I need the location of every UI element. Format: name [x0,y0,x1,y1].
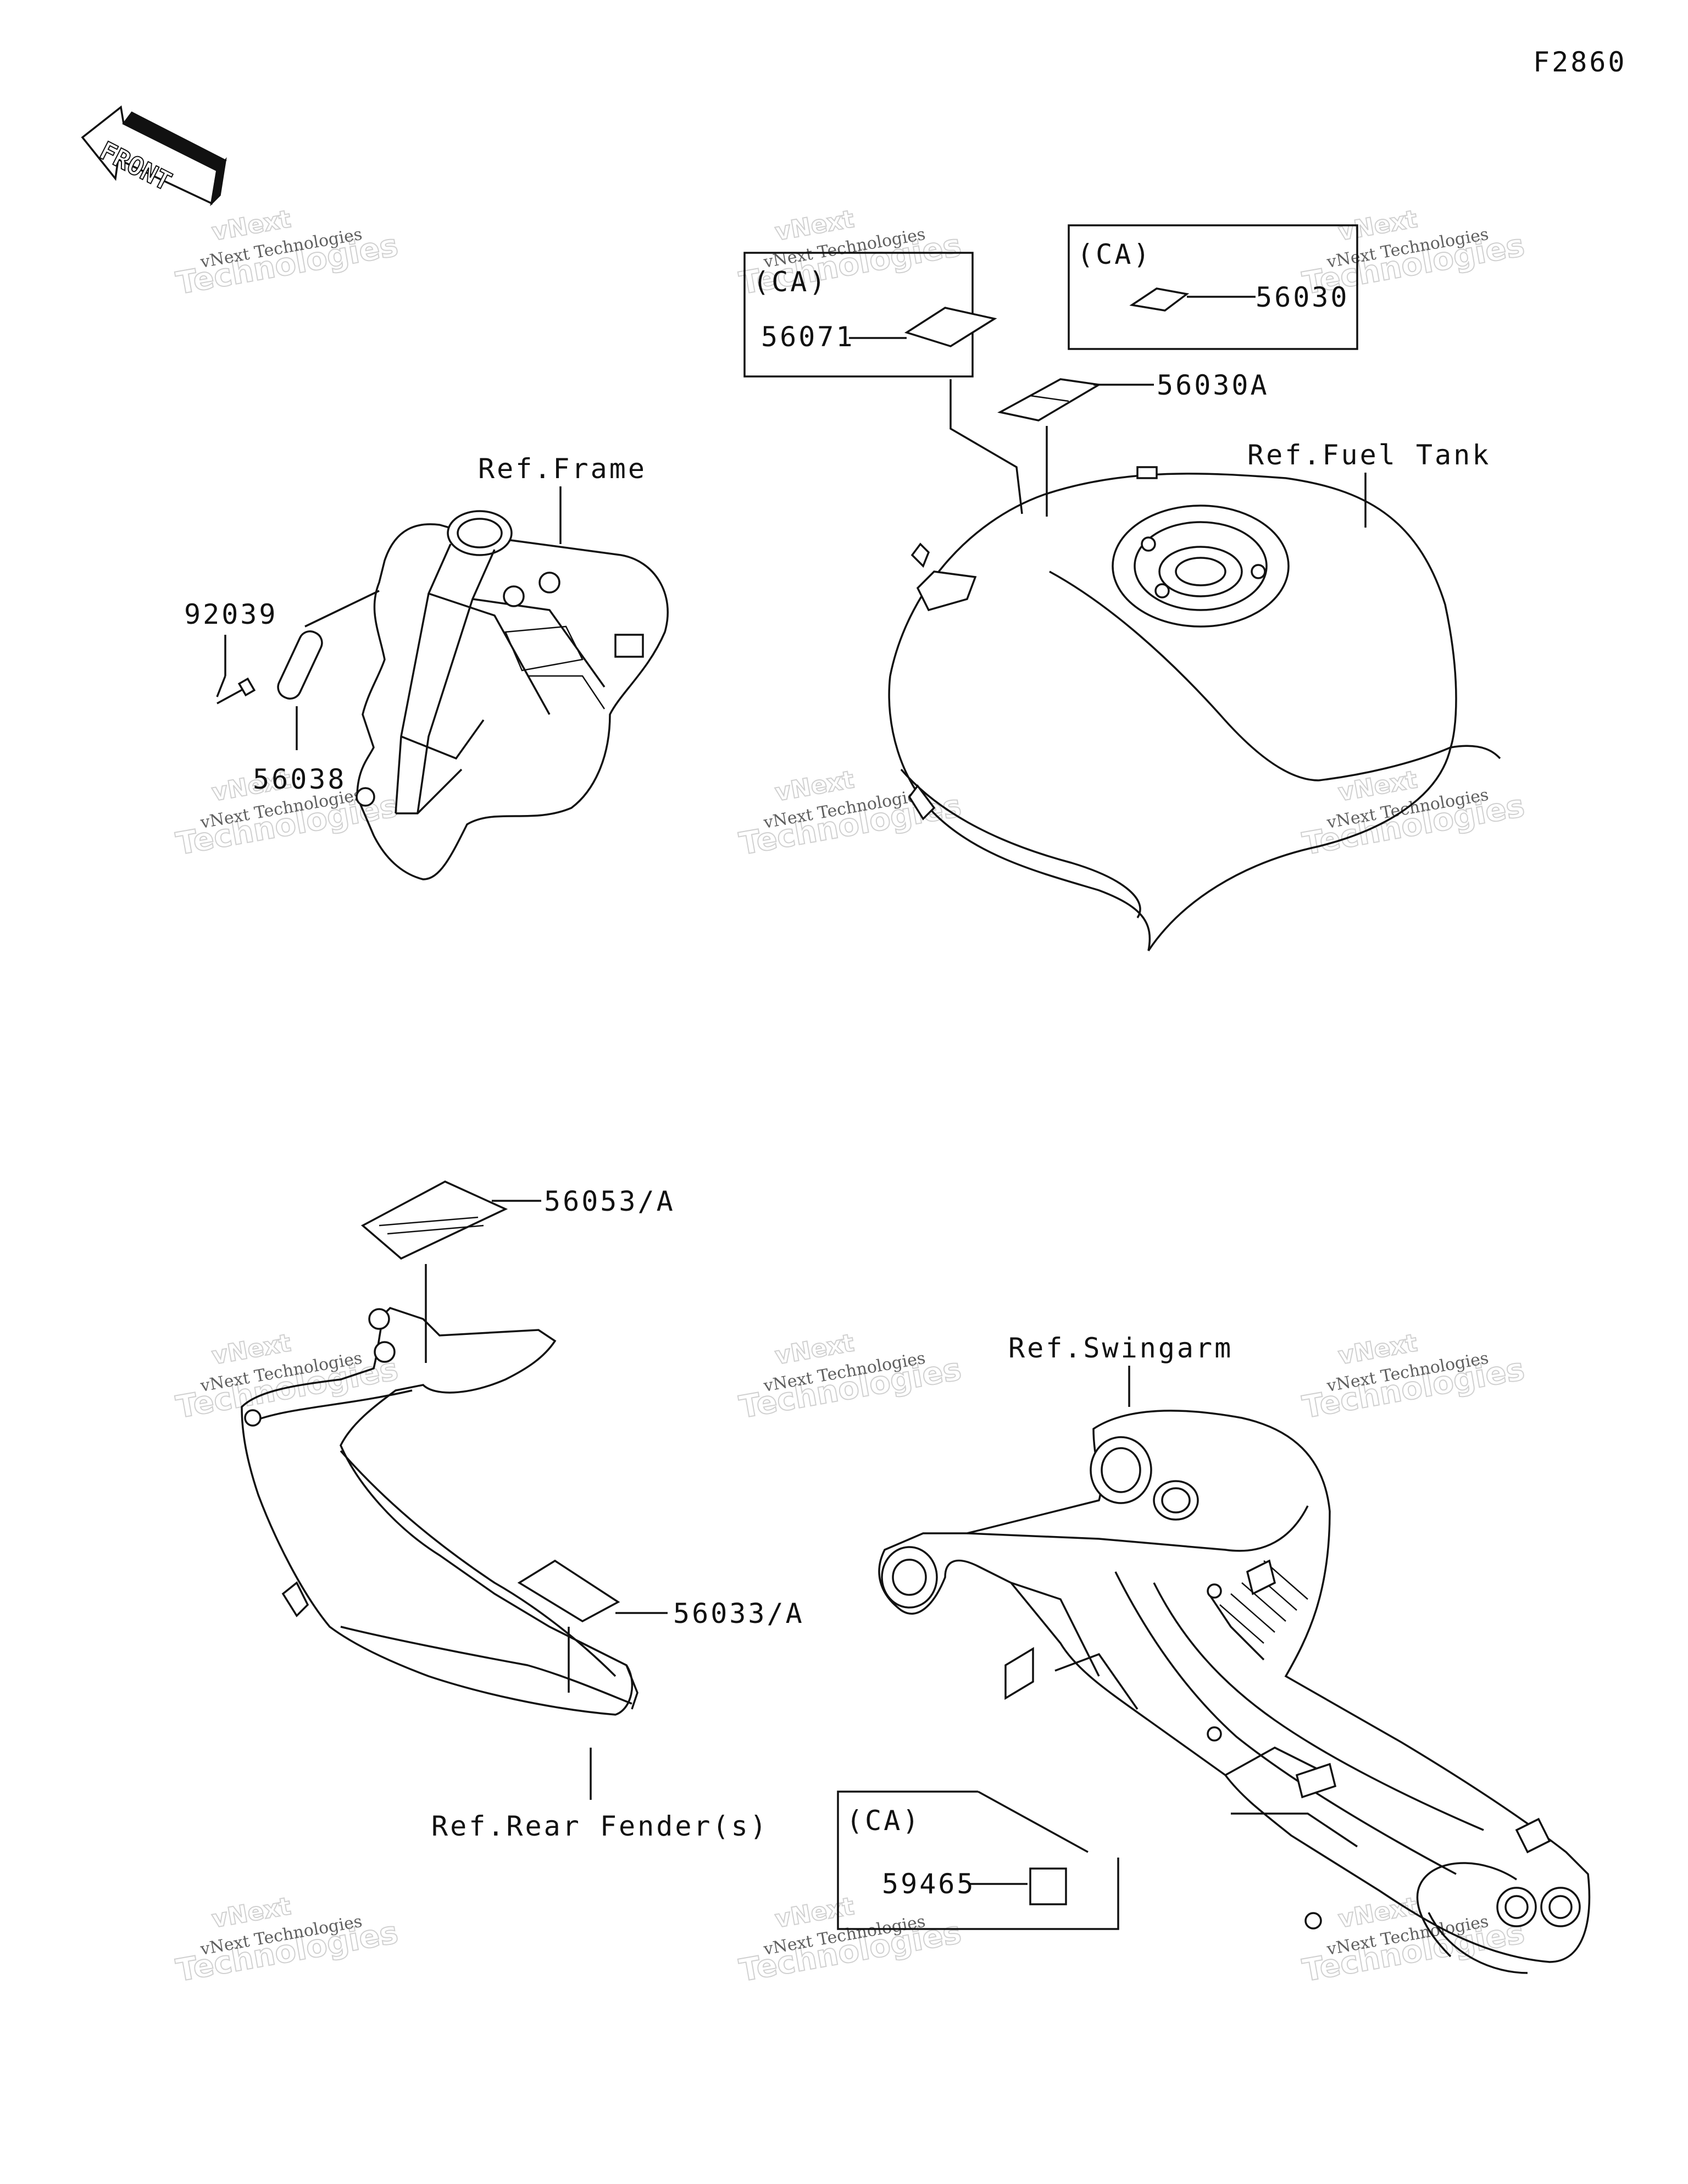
label-56071: 56071 [761,321,855,353]
ca-tag-59465: (CA) [846,1805,921,1837]
part-56038-label [277,590,380,750]
part-56030a-line [1030,395,1069,402]
label-56030a: 56030A [1157,369,1269,401]
ca-tag-56071: (CA) [753,266,828,298]
ca-tag-56030: (CA) [1077,239,1152,270]
fuel-tank-drawing [888,466,1501,951]
ca-box-56030 [1068,224,1358,350]
label-56033a: 56033/A [673,1598,804,1629]
part-56071-label [904,307,997,347]
label-59465: 59465 [882,1868,976,1900]
part-56053a-line2 [387,1224,484,1235]
ref-frame: Ref.Frame [478,453,647,485]
frame-drawing [356,510,669,880]
ref-fuel-tank: Ref.Fuel Tank [1247,439,1491,471]
rear-fender-drawing [241,1306,638,1716]
leader-56071-tank [949,379,1023,514]
label-56030: 56030 [1256,281,1350,313]
label-56053a: 56053/A [544,1185,675,1217]
part-56053a-line1 [379,1216,479,1227]
ca-box-59465 [837,1791,1119,1930]
part-56033a-label [517,1559,620,1623]
part-56030-label [1129,287,1190,312]
label-92039: 92039 [184,598,278,630]
ref-swingarm: Ref.Swingarm [1008,1332,1233,1364]
part-59465-label [1029,1867,1067,1905]
swingarm-drawing [878,1410,1591,1974]
part-56030a-label [997,378,1102,422]
figure-id: F2860 [1533,46,1627,78]
part-56053a-label [360,1180,508,1260]
front-arrow-icon: FRONT [81,105,227,207]
part-92039-rivet [216,635,256,705]
label-56038: 56038 [253,763,347,795]
leader-59465-swingarm [978,1791,1089,1853]
ref-rear-fender: Ref.Rear Fender(s) [431,1810,769,1842]
